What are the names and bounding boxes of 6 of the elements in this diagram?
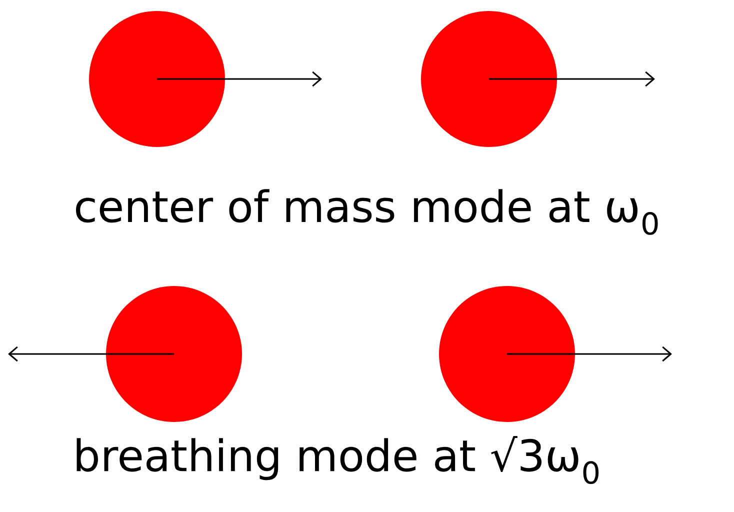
- caption: center of mass mode at ω$_{0}$: [76, 189, 658, 235]
- ball: [421, 11, 557, 147]
- ball: [106, 286, 242, 422]
- ball: [439, 286, 575, 422]
- ball: [89, 11, 225, 147]
- caption: breathing mode at √3ω$_{0}$: [76, 436, 599, 484]
